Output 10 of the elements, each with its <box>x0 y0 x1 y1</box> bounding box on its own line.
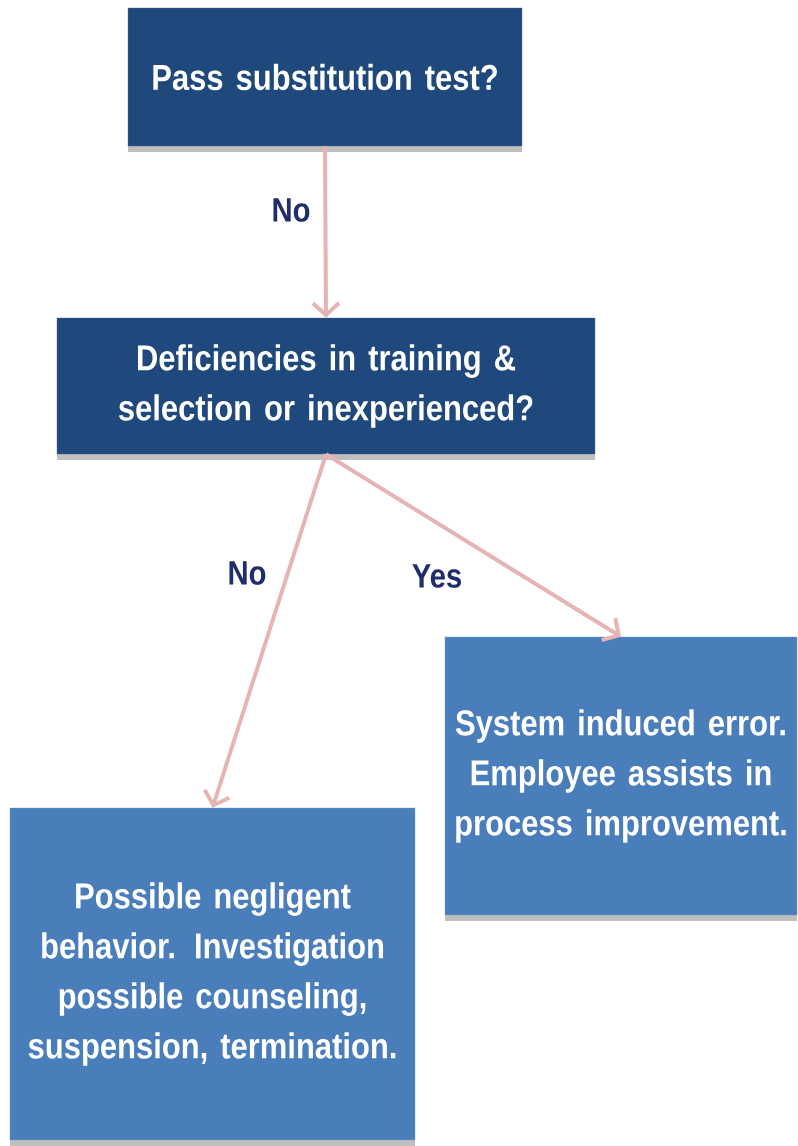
process-box: Possible negligent behavior. Investigation possible counseling, suspension, termination. <box>9 807 416 1146</box>
edge-label: No <box>226 560 268 586</box>
arrow <box>324 452 621 643</box>
process-box: Pass substitution test? <box>127 7 523 152</box>
edge-label: Yes <box>410 563 464 589</box>
process-box: System induced error. Employee assists in process improvement. <box>444 636 798 921</box>
edge-label: No <box>270 197 312 223</box>
arrow <box>202 453 328 808</box>
process-box: Deficiencies in training & selection or inexperienced? <box>56 317 596 460</box>
arrow <box>311 146 341 318</box>
